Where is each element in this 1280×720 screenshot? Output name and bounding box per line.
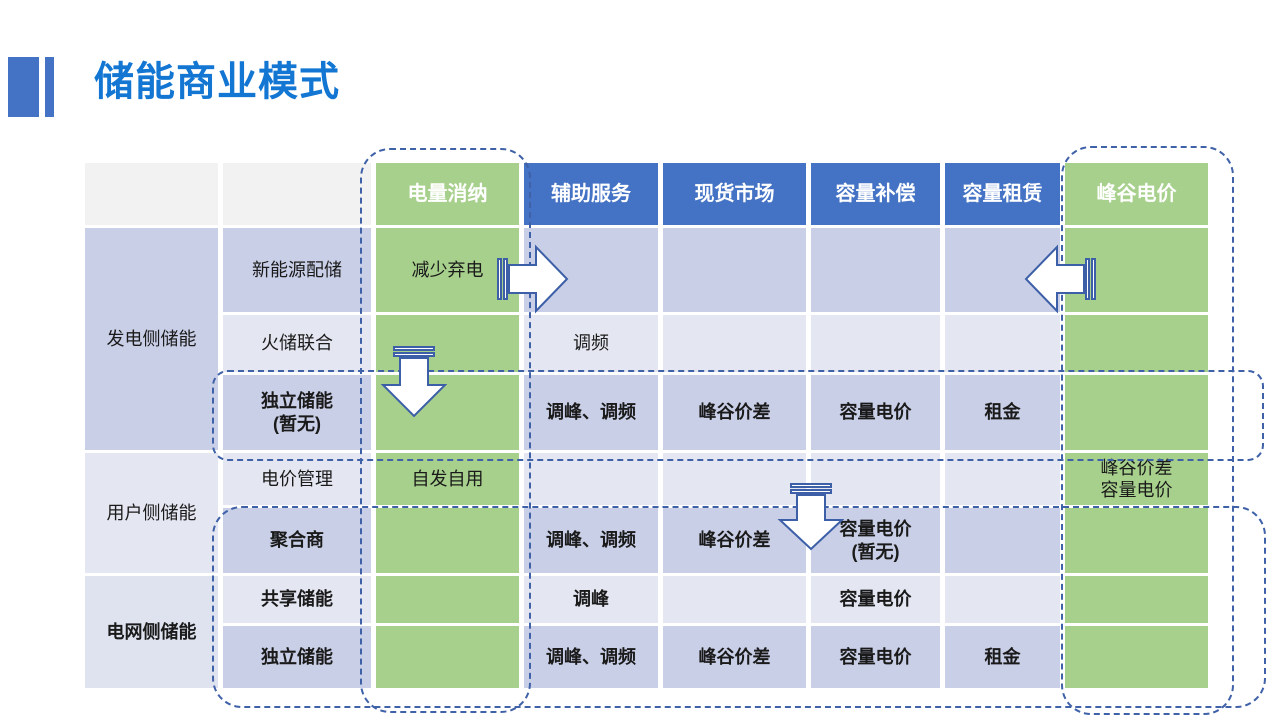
data-cell [811, 453, 940, 505]
data-cell: 峰谷价差 [663, 375, 806, 450]
data-cell [376, 508, 519, 573]
column-header: 峰谷电价 [1065, 163, 1208, 225]
row-group-label: 用户侧储能 [85, 453, 218, 573]
data-cell: 调峰、调频 [524, 508, 658, 573]
data-cell: 减少弃电 [376, 228, 519, 312]
row-label: 独立储能 [223, 626, 371, 688]
data-cell: 调峰、调频 [524, 375, 658, 450]
data-cell: 调峰、调频 [524, 626, 658, 688]
data-cell [945, 576, 1060, 623]
row-label: 共享储能 [223, 576, 371, 623]
data-cell: 容量电价 (暂无) [811, 508, 940, 573]
data-cell [945, 508, 1060, 573]
data-cell: 容量电价 [811, 576, 940, 623]
data-cell [376, 315, 519, 372]
data-cell [376, 375, 519, 450]
column-header: 辅助服务 [524, 163, 658, 225]
row-group-label: 电网侧储能 [85, 576, 218, 688]
data-cell [663, 453, 806, 505]
data-cell [376, 626, 519, 688]
data-cell [1065, 375, 1208, 450]
data-cell: 租金 [945, 375, 1060, 450]
data-cell: 峰谷价差 [663, 508, 806, 573]
data-cell: 调峰 [524, 576, 658, 623]
row-label: 电价管理 [223, 453, 371, 505]
column-header: 现货市场 [663, 163, 806, 225]
data-cell: 自发自用 [376, 453, 519, 505]
row-group-label: 发电侧储能 [85, 228, 218, 450]
title-accent-square [8, 57, 39, 117]
title-accent-bar [45, 57, 54, 117]
table-corner-cell [85, 163, 218, 225]
data-cell [1065, 315, 1208, 372]
column-header: 电量消纳 [376, 163, 519, 225]
data-cell [945, 228, 1060, 312]
data-cell [524, 453, 658, 505]
data-cell: 峰谷价差 容量电价 [1065, 453, 1208, 505]
data-cell [811, 315, 940, 372]
column-header: 容量租赁 [945, 163, 1060, 225]
data-cell [524, 228, 658, 312]
page-title: 储能商业模式 [94, 60, 340, 104]
data-cell [663, 315, 806, 372]
data-cell [663, 576, 806, 623]
data-cell [1065, 626, 1208, 688]
data-cell: 容量电价 [811, 626, 940, 688]
data-cell [1065, 228, 1208, 312]
data-cell [945, 453, 1060, 505]
business-model-matrix: 电量消纳辅助服务现货市场容量补偿容量租赁峰谷电价发电侧储能新能源配储减少弃电火储… [85, 163, 1208, 688]
data-cell [663, 228, 806, 312]
row-label: 火储联合 [223, 315, 371, 372]
data-cell: 容量电价 [811, 375, 940, 450]
data-cell [811, 228, 940, 312]
data-cell: 峰谷价差 [663, 626, 806, 688]
table-corner-cell [223, 163, 371, 225]
data-cell: 调频 [524, 315, 658, 372]
data-cell [1065, 508, 1208, 573]
row-label: 独立储能 (暂无) [223, 375, 371, 450]
data-cell [376, 576, 519, 623]
column-header: 容量补偿 [811, 163, 940, 225]
row-label: 聚合商 [223, 508, 371, 573]
row-label: 新能源配储 [223, 228, 371, 312]
data-cell [1065, 576, 1208, 623]
data-cell [945, 315, 1060, 372]
data-cell: 租金 [945, 626, 1060, 688]
